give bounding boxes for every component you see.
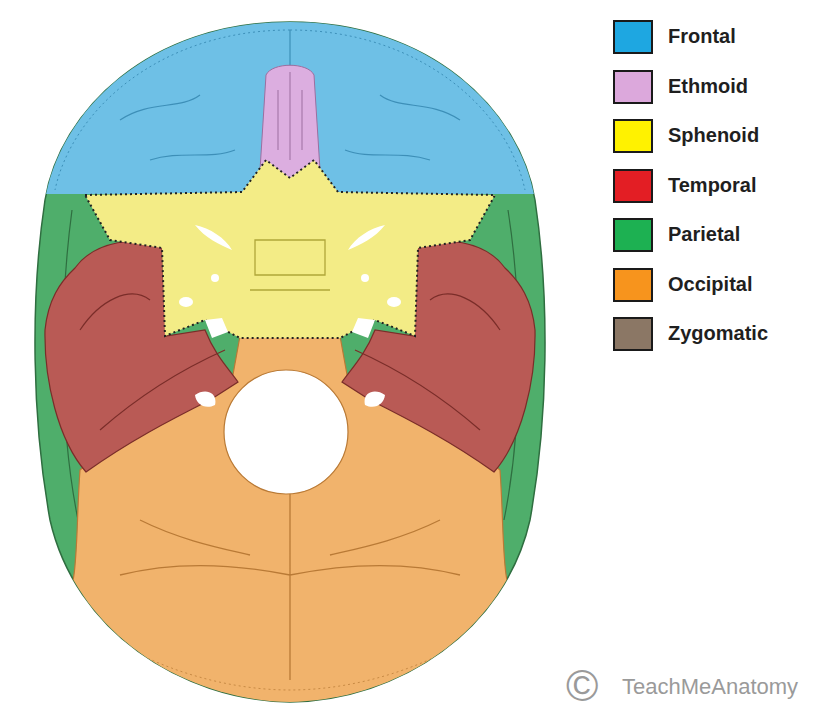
frontal-texture	[120, 30, 460, 160]
legend-text: Sphenoid	[668, 124, 759, 147]
legend-text: Temporal	[668, 174, 757, 197]
foramen	[211, 274, 219, 282]
foramen-lacerum	[205, 318, 375, 338]
legend-swatch	[613, 70, 653, 104]
frontal-rim	[290, 30, 525, 190]
legend-swatch	[613, 218, 653, 252]
legend-swatch	[613, 20, 653, 54]
frontal-rim	[55, 30, 290, 190]
legend-swatch	[613, 317, 653, 351]
legend-swatch	[613, 169, 653, 203]
sphenoid-bone	[85, 160, 495, 338]
crista-galli	[278, 72, 302, 160]
superior-orbital-fissure	[195, 225, 385, 250]
legend-text: Frontal	[668, 25, 736, 48]
foramen	[387, 297, 401, 307]
foramen	[361, 274, 369, 282]
legend-text: Parietal	[668, 223, 740, 246]
watermark: TeachMeAnatomy	[622, 676, 798, 698]
occipital-ridges	[120, 492, 460, 680]
legend-text: Zygomatic	[668, 322, 768, 345]
legend-text: Ethmoid	[668, 75, 748, 98]
sella-turcica	[250, 240, 330, 290]
legend-swatch	[613, 268, 653, 302]
foramen-magnum	[224, 370, 348, 494]
frontal-bone	[0, 0, 600, 194]
foramen	[179, 297, 193, 307]
legend-text: Occipital	[668, 273, 752, 296]
copyright-mark: ©	[566, 664, 598, 708]
legend-swatch	[613, 119, 653, 153]
